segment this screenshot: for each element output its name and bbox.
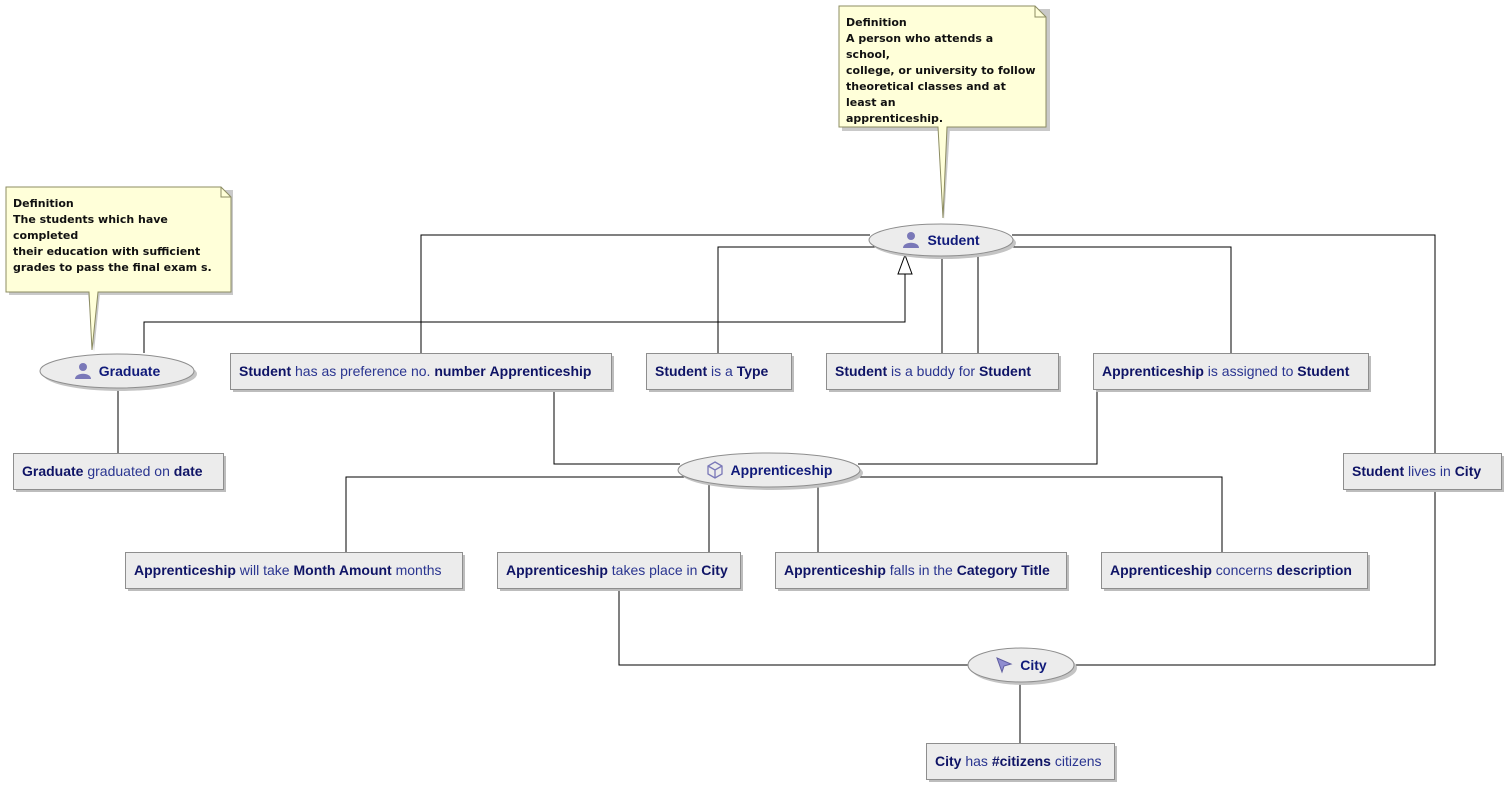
fact-apprenticeship-description-box [1101,552,1368,589]
fact-reading-text: is assigned to [1203,363,1298,379]
fact-apprenticeship-takes-place-box [497,552,741,589]
connector-assigned-apprenticeship [858,389,1098,465]
connector-student-preference [420,234,870,353]
connector-preference-apprenticeship [553,389,680,465]
note-graduate-shape [5,186,233,352]
entity-graduate-shape [39,353,195,389]
fact-role-term: Student [1352,463,1405,479]
note-title: Definition [13,197,74,210]
fact-role-term: City [935,753,962,769]
fact-graduate-date[interactable]: Graduate graduated on date [13,453,224,489]
fact-role-term: date [173,463,203,479]
fact-role-term: number [434,363,486,379]
fact-reading-text: is a [707,363,737,379]
fact-role-term: Category Title [956,562,1050,578]
fact-city-citizens[interactable]: City has #citizens citizens [926,743,1115,779]
person-icon [902,231,920,249]
fact-student-type-box [646,353,792,390]
entity-label: Apprenticeship [730,462,833,478]
cube-icon [706,461,724,479]
fact-student-buddy-box [826,353,1059,390]
note-text: The students which have completed their … [13,213,212,274]
note-shapes [5,5,1050,352]
note-title: Definition [846,16,907,29]
entity-apprenticeship[interactable]: Apprenticeship [678,453,860,487]
fact-role-term: Type [736,363,769,379]
fact-student-lives-in[interactable]: Student lives in City [1343,453,1502,489]
fact-role-term: Apprenticeship [489,363,592,379]
note-student-shape [838,5,1050,220]
entity-label: City [1020,657,1047,673]
connector-lines [117,234,1436,743]
entity-city[interactable]: City [968,648,1074,682]
fact-role-term: Student [978,363,1032,379]
fact-role-term: Apprenticeship [506,562,608,578]
fact-role-term: Apprenticeship [1110,562,1212,578]
fact-role-term: Apprenticeship [784,562,886,578]
fact-apprenticeship-category[interactable]: Apprenticeship falls in the Category Tit… [775,552,1067,588]
fact-reading-text: has as preference no. [291,363,435,379]
fact-student-buddy[interactable]: Student is a buddy for Student [826,353,1059,389]
fact-role-term: Month Amount [293,562,392,578]
fact-apprenticeship-takes-place[interactable]: Apprenticeship takes place in City [497,552,741,588]
fact-student-lives-in-box [1343,453,1502,490]
entity-label: Graduate [98,363,161,379]
entity-label: Student [927,232,980,248]
fact-graduate-date-box [13,453,224,490]
fact-role-term: #citizens [991,753,1051,769]
fact-reading-text: has [961,753,992,769]
entity-graduate[interactable]: Graduate [40,354,194,388]
connector-lives-city [1073,489,1436,666]
fact-apprenticeship-category-box [775,552,1067,589]
fact-apprenticeship-description[interactable]: Apprenticeship concerns description [1101,552,1368,588]
entity-student[interactable]: Student [869,224,1013,256]
connector-student-type [717,246,905,353]
fact-role-term: City [1454,463,1482,479]
fact-apprenticeship-assigned-box [1093,353,1369,390]
entity-city-shape [967,647,1075,683]
fact-role-term: City [701,562,728,578]
fact-role-term: Apprenticeship [1102,363,1204,379]
fact-reading-text: citizens [1050,753,1102,769]
entity-apprenticeship-shape [677,452,861,488]
connector-apprenticeship-description [852,476,1223,552]
fact-reading-text: will take [235,562,294,578]
fact-role-term: Apprenticeship [134,562,236,578]
fact-student-preference[interactable]: Student has as preference no. number App… [230,353,612,389]
fact-reading-text: is a buddy for [887,363,979,379]
note-graduate-definition: Definition The students which have compl… [7,191,231,281]
fact-apprenticeship-assigned[interactable]: Apprenticeship is assigned to Student [1093,353,1369,389]
person-icon [74,362,92,380]
connector-subtype [143,274,906,353]
connector-apprenticeship-months [345,476,690,552]
fact-role-term: Student [835,363,888,379]
fact-role-term: description [1276,562,1352,578]
fact-reading-text: graduated on [83,463,174,479]
fact-reading-text: months [391,562,442,578]
fact-apprenticeship-months-box [125,552,463,589]
connector-student-lives [1012,234,1436,453]
note-text: A person who attends a school, college, … [846,32,1036,125]
cursor-arrow-icon [995,656,1013,674]
fact-reading-text: falls in the [885,562,957,578]
note-student-definition: Definition A person who attends a school… [840,10,1046,132]
connector-takes-place-city [618,588,970,666]
entity-shapes [39,223,1077,685]
subtype-arrowhead [897,253,913,275]
fact-student-type[interactable]: Student is a Type [646,353,792,389]
fact-role-term: Graduate [22,463,84,479]
fact-reading-text: lives in [1404,463,1455,479]
fact-student-preference-box [230,353,612,390]
fact-city-citizens-box [926,743,1115,780]
fact-apprenticeship-months[interactable]: Apprenticeship will take Month Amount mo… [125,552,463,588]
fact-reading-text: concerns [1211,562,1277,578]
connector-student-assigned [1005,246,1232,353]
fact-role-term: Student [655,363,708,379]
fact-reading-text: takes place in [607,562,702,578]
fact-role-term: Student [239,363,292,379]
fact-role-term: Student [1297,363,1350,379]
fact-shapes [13,353,1504,782]
